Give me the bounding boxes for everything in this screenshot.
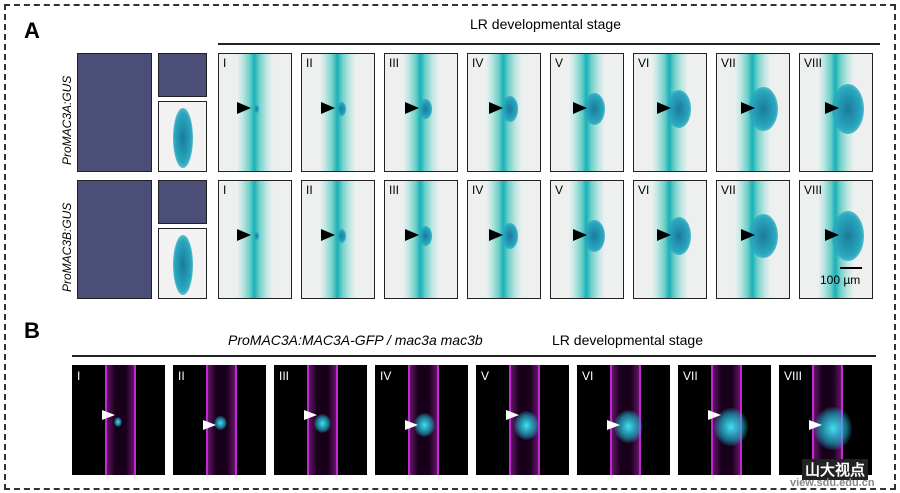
gfp-stage-panel: III	[274, 365, 367, 475]
panel-a-title: LR developmental stage	[470, 16, 621, 32]
arrowhead-icon	[708, 410, 721, 420]
dashed-border	[4, 4, 896, 490]
stage-label: VI	[638, 56, 650, 70]
arrowhead-icon	[489, 229, 503, 241]
arrowhead-icon	[237, 102, 251, 114]
panel-a-label: A	[24, 18, 40, 43]
gus-stage-panel: VI	[633, 180, 707, 299]
arrowhead-icon	[506, 410, 519, 420]
gus-stage-panel: III	[384, 53, 458, 172]
panel-b-label: B	[24, 318, 40, 343]
gfp-stage-panel: IV	[375, 365, 468, 475]
arrowhead-icon	[405, 102, 419, 114]
arrowhead-icon	[657, 102, 671, 114]
gus-stage-panel: II	[301, 180, 375, 299]
arrowhead-icon	[825, 102, 839, 114]
arrowhead-icon	[657, 229, 671, 241]
title-rule	[218, 43, 880, 45]
gfp-stage-panel: VIII	[779, 365, 872, 475]
arrowhead-icon	[203, 420, 216, 430]
stage-label: V	[555, 56, 564, 70]
gfp-stage-panel: VII	[678, 365, 771, 475]
gus-stage-panel: V	[550, 53, 624, 172]
stage-label: I	[223, 56, 227, 70]
watermark-url: view.sdu.edu.cn	[790, 477, 875, 489]
arrowhead-icon	[489, 102, 503, 114]
stage-label: III	[279, 369, 290, 383]
arrowhead-icon	[741, 229, 755, 241]
stage-label: VIII	[804, 183, 823, 197]
cotyledon-image	[158, 180, 207, 224]
arrowhead-icon	[237, 229, 251, 241]
gus-stage-panel: VI	[633, 53, 707, 172]
arrowhead-icon	[405, 229, 419, 241]
gfp-stage-panel: II	[173, 365, 266, 475]
stage-label: V	[481, 369, 490, 383]
gus-stage-panel: IV	[467, 53, 541, 172]
stage-label: VIII	[804, 56, 823, 70]
cotyledon-image	[158, 53, 207, 97]
gus-stage-panel: III	[384, 180, 458, 299]
arrowhead-icon	[573, 229, 587, 241]
arrowhead-icon	[809, 420, 822, 430]
panel-b-genotype: ProMAC3A:MAC3A-GFP / mac3a mac3b	[228, 332, 483, 348]
stage-label: III	[389, 183, 400, 197]
stage-label: IV	[380, 369, 392, 383]
gus-stage-panel: IV	[467, 180, 541, 299]
gus-stage-panel: I	[218, 53, 292, 172]
arrowhead-icon	[741, 102, 755, 114]
stage-label: VII	[683, 369, 698, 383]
arrowhead-icon	[102, 410, 115, 420]
gus-stage-panel: V	[550, 180, 624, 299]
watermark-logo: 山大视点	[802, 459, 869, 480]
root-tip-image	[158, 101, 207, 172]
stage-label: III	[389, 56, 400, 70]
stage-label: VII	[721, 56, 736, 70]
arrowhead-icon	[321, 229, 335, 241]
arrowhead-icon	[304, 410, 317, 420]
stage-label: II	[178, 369, 185, 383]
stage-label: I	[223, 183, 227, 197]
panel-b-rule	[72, 355, 876, 357]
stage-label: II	[306, 183, 313, 197]
gus-stage-panel: VII	[716, 180, 790, 299]
row-label-mac3a: ProMAC3A:GUS	[60, 75, 74, 165]
arrowhead-icon	[825, 229, 839, 241]
arrowhead-icon	[321, 102, 335, 114]
seedling-image	[77, 53, 152, 172]
stage-label: VII	[721, 183, 736, 197]
stage-label: VI	[638, 183, 650, 197]
gfp-stage-panel: I	[72, 365, 165, 475]
gus-stage-panel: VIII 100 µm	[799, 180, 873, 299]
stage-label: V	[555, 183, 564, 197]
gfp-stage-panel: V	[476, 365, 569, 475]
seedling-image	[77, 180, 152, 299]
stage-label: I	[77, 369, 81, 383]
panel-b-title: LR developmental stage	[552, 332, 703, 348]
scale-bar-label: 100 µm	[820, 273, 861, 287]
stage-label: IV	[472, 56, 484, 70]
row-label-mac3b: ProMAC3B:GUS	[60, 202, 74, 292]
gus-stage-panel: VIII	[799, 53, 873, 172]
gus-stage-panel: I	[218, 180, 292, 299]
arrowhead-icon	[607, 420, 620, 430]
gus-stage-panel: VII	[716, 53, 790, 172]
arrowhead-icon	[405, 420, 418, 430]
arrowhead-icon	[573, 102, 587, 114]
gfp-stage-panel: VI	[577, 365, 670, 475]
stage-label: II	[306, 56, 313, 70]
root-tip-image	[158, 228, 207, 299]
stage-label: VIII	[784, 369, 803, 383]
stage-label: IV	[472, 183, 484, 197]
stage-label: VI	[582, 369, 594, 383]
gus-stage-panel: II	[301, 53, 375, 172]
